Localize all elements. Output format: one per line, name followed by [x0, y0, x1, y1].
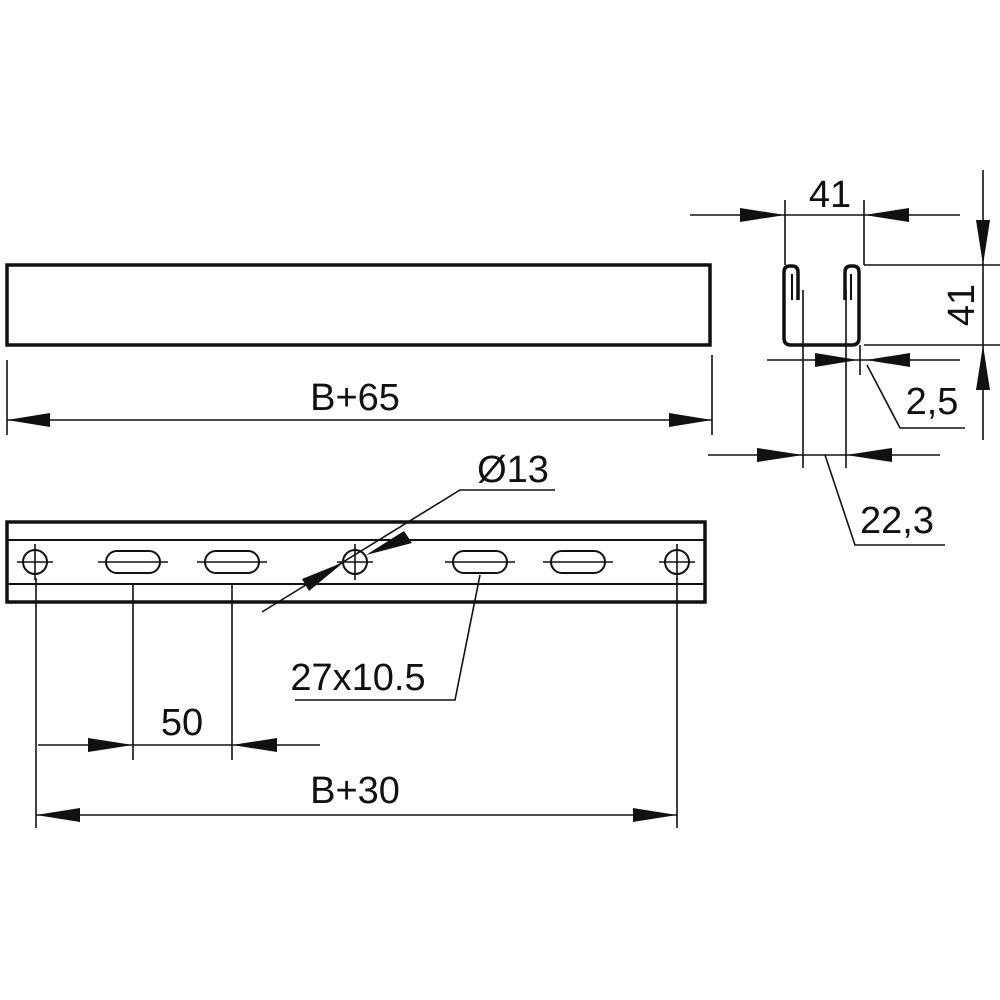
dimension-label-width: 41 — [809, 174, 851, 216]
dimension-label-pitch: 50 — [161, 702, 203, 744]
c-channel-profile — [782, 264, 861, 347]
dimension-label-height: 41 — [941, 284, 983, 326]
top-view-rail — [5, 263, 712, 347]
round-holes — [17, 544, 695, 580]
dimension-label-hole-diameter: Ø13 — [477, 449, 549, 491]
arrow-left-icon — [7, 413, 50, 427]
dimension-height-41: 41 — [864, 170, 1000, 440]
callout-slot-size: 27x10.5 — [290, 574, 481, 701]
dimension-label-thickness: 2,5 — [906, 381, 959, 423]
rail-side-outline — [5, 263, 712, 347]
arrow-right-icon — [669, 413, 712, 427]
callout-hole-diameter: Ø13 — [261, 449, 555, 613]
dimension-label-b30: B+30 — [310, 770, 400, 812]
dimension-thickness-2-5: 2,5 — [767, 345, 965, 429]
slotted-holes — [98, 550, 613, 574]
dimension-width-41: 41 — [690, 174, 960, 265]
bottom-view-rail — [5, 520, 707, 604]
dimension-pitch-50: 50 — [38, 585, 320, 760]
dimension-b65: B+65 — [6, 355, 713, 435]
dimension-b30: B+30 — [35, 578, 678, 828]
dimension-opening-22-3: 22,3 — [708, 290, 945, 546]
dimension-label-b65: B+65 — [310, 377, 400, 419]
dimension-label-slot-size: 27x10.5 — [290, 657, 425, 699]
dimension-label-opening: 22,3 — [860, 500, 934, 542]
